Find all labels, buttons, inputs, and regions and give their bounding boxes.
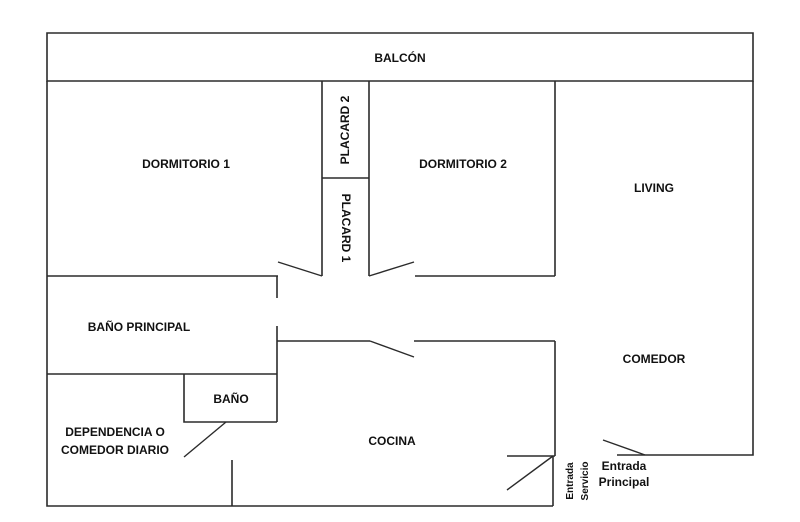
label-placard-1: PLACARD 1	[339, 194, 353, 263]
label-comedor: COMEDOR	[623, 352, 686, 366]
entrance-doors	[506, 439, 646, 506]
label-entrada-servicio-line2: Servicio	[580, 462, 591, 501]
label-entrada-servicio-line1: Entrada	[565, 462, 576, 500]
label-dormitorio-1: DORMITORIO 1	[142, 157, 230, 171]
label-entrada-principal-line2: Principal	[599, 475, 650, 489]
label-bano: BAÑO	[213, 391, 248, 406]
label-balcon: BALCÓN	[374, 50, 425, 65]
label-dormitorio-2: DORMITORIO 2	[419, 157, 507, 171]
bathroom-walls	[47, 276, 278, 458]
label-living: LIVING	[634, 181, 674, 195]
label-cocina: COCINA	[368, 434, 416, 448]
placard-doors	[277, 261, 415, 277]
kitchen-walls	[231, 340, 556, 506]
label-dependencia-line2: COMEDOR DIARIO	[61, 443, 169, 457]
label-dependencia-line1: DEPENDENCIA O	[65, 425, 165, 439]
bedroom-walls	[47, 81, 556, 277]
label-entrada-principal-line1: Entrada	[602, 459, 647, 473]
outer-walls	[46, 81, 754, 507]
label-bano-principal: BAÑO PRINCIPAL	[88, 319, 190, 334]
label-placard-2: PLACARD 2	[338, 95, 352, 164]
